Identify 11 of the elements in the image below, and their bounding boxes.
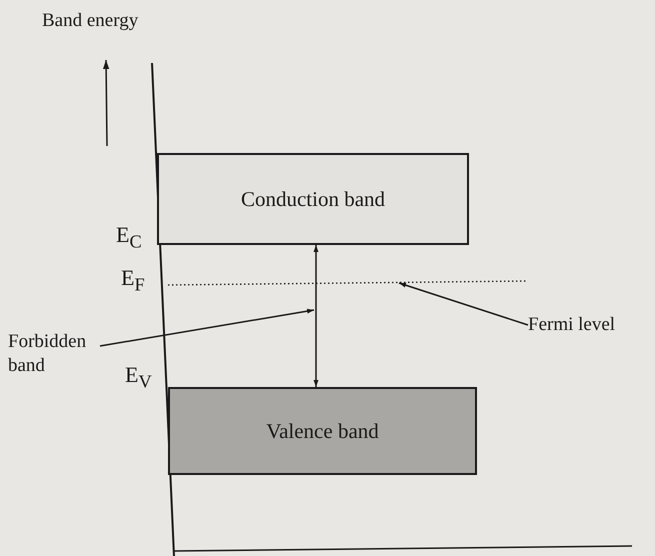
energy-level-label: E$_{C}$ [116, 222, 142, 252]
forbidden-band-label: Forbidden band [8, 330, 108, 378]
axis-title: Band energy [42, 10, 138, 32]
valence-band-box: Valence band [168, 387, 477, 475]
leader-line [398, 282, 528, 326]
energy-level-label: E$_{F}$ [121, 265, 145, 296]
energy-level-label: E$_{V}$ [125, 362, 152, 392]
leader-line [100, 308, 314, 347]
fermi-level-label: Fermi level [528, 312, 654, 338]
conduction-band-box: Conduction band [157, 153, 469, 245]
double-arrow [314, 245, 318, 387]
